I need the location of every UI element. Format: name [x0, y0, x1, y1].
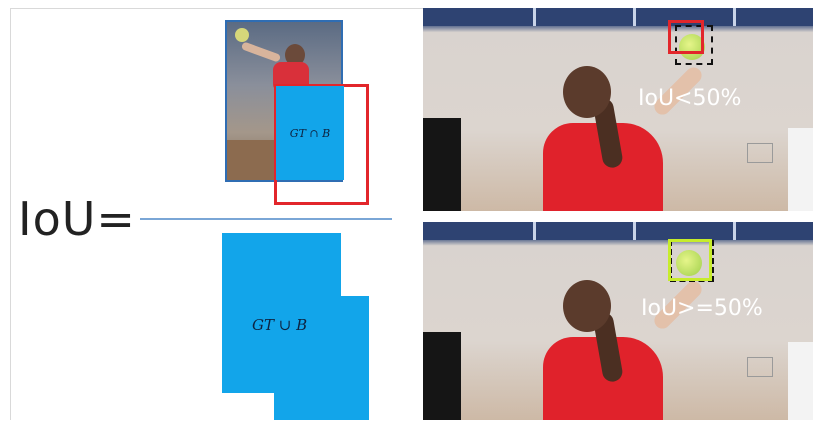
iou-above-threshold-label: IoU>=50%	[641, 296, 763, 321]
iou-below-threshold-label: IoU<50%	[638, 86, 742, 111]
frame-top-border	[10, 8, 810, 9]
wall-mark	[747, 143, 773, 163]
union-label: GT ∪ B	[252, 316, 308, 334]
dark-figure	[423, 332, 461, 420]
ball	[235, 28, 249, 42]
intersection-region: GT ∩ B	[276, 86, 344, 180]
frame-left-border	[10, 8, 11, 420]
wall-mark	[747, 357, 773, 377]
ball	[676, 250, 702, 276]
union-region-predicted	[274, 296, 369, 420]
player-head	[563, 66, 611, 118]
player-arm	[240, 41, 282, 63]
player-head	[563, 280, 611, 332]
banner-stripe	[633, 8, 636, 26]
fraction-line	[140, 218, 392, 220]
ball	[679, 34, 705, 60]
banner-stripe	[533, 222, 536, 240]
banner-stripe	[733, 222, 736, 240]
ground-truth-box	[675, 25, 713, 65]
predicted-box	[668, 239, 712, 281]
banner	[423, 222, 813, 240]
right-figure	[788, 128, 813, 211]
banner-stripe	[533, 8, 536, 26]
player-head	[285, 44, 305, 66]
iou-formula-lhs: IoU=	[18, 192, 136, 246]
banner	[423, 8, 813, 26]
banner-stripe	[633, 222, 636, 240]
intersection-label: GT ∩ B	[289, 126, 331, 140]
right-figure	[788, 342, 813, 420]
predicted-box-outline	[274, 84, 369, 205]
example-scene-low-iou: IoU<50%	[423, 8, 813, 211]
predicted-box	[668, 20, 704, 54]
dark-figure	[423, 118, 461, 211]
banner-stripe	[733, 8, 736, 26]
example-scene-high-iou: IoU>=50%	[423, 222, 813, 420]
